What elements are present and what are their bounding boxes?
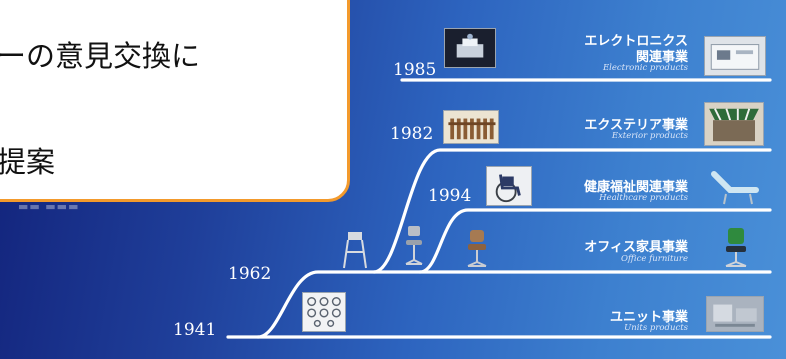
exterior-label: エクステリア事業	[584, 118, 688, 133]
wheelchair-photo	[486, 166, 532, 206]
callout-box: ーの意見交換に 提案	[0, 0, 350, 202]
electronics-device-photo	[444, 28, 496, 68]
exterior-en-label: Exterior products	[611, 131, 688, 141]
line-1982	[372, 148, 772, 274]
callout-line-2: 提案	[0, 145, 56, 179]
fence-photo	[443, 110, 499, 144]
awning-photo	[704, 102, 764, 146]
healthcare-en-label: Healthcare products	[599, 193, 688, 203]
line-1962	[256, 270, 772, 339]
office-stool-photo	[400, 222, 428, 268]
year-1994: 1994	[428, 186, 472, 206]
electronics-label: エレクトロニクス	[584, 34, 688, 49]
office-chair-photo	[462, 226, 492, 270]
year-1982: 1982	[390, 124, 434, 144]
units-en-label: Units products	[624, 323, 688, 333]
electronics-en-label: Electronic products	[602, 63, 688, 73]
metal-units-photo	[706, 296, 764, 332]
faint-background-text: ▬▬ ▬▬▬	[18, 200, 80, 213]
year-1941: 1941	[173, 320, 217, 340]
callout-line-1: ーの意見交換に	[0, 39, 201, 73]
green-office-chair-photo	[718, 224, 752, 270]
line-1994	[418, 208, 772, 274]
healthcare-label: 健康福祉関連事業	[583, 180, 688, 195]
care-bed-photo	[706, 164, 764, 206]
office-furniture-en-label: Office furniture	[620, 254, 688, 264]
parts-collection-photo	[302, 292, 346, 332]
folding-chair-photo	[340, 228, 370, 270]
electronics-label-line2: 関連事業	[635, 50, 688, 65]
year-1962: 1962	[228, 264, 272, 284]
year-1985: 1985	[393, 60, 437, 80]
electronics-machine-photo	[704, 36, 766, 76]
units-label: ユニット事業	[609, 310, 688, 325]
office-furniture-label: オフィス家具事業	[584, 240, 688, 255]
